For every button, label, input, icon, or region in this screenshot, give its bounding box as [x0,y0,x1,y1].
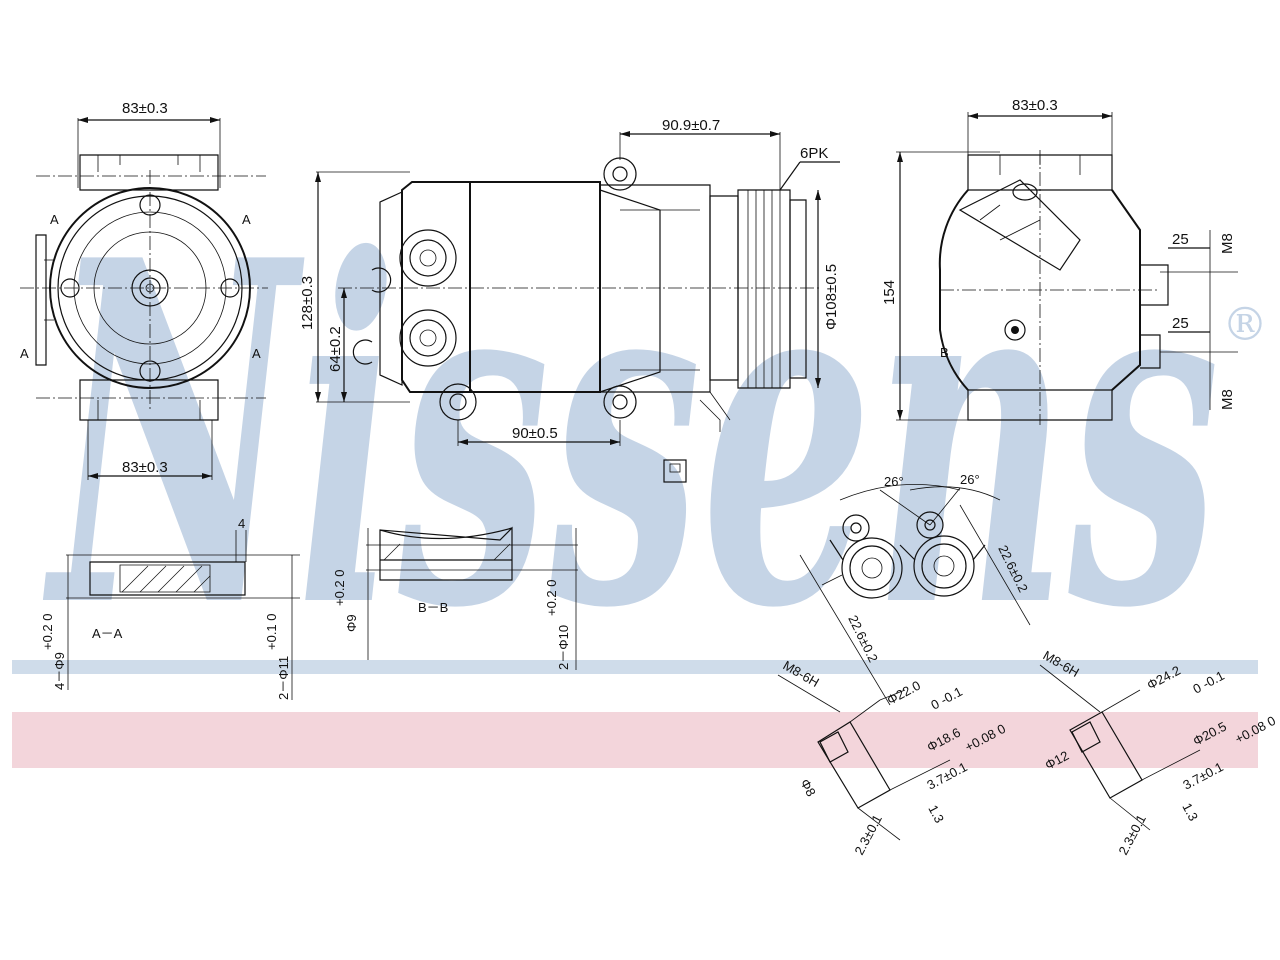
rear-height: 154 [881,280,898,305]
front-bottom-width: 83±0.3 [122,459,168,476]
rear-top-width: 83±0.3 [1012,97,1058,114]
side-offset: 64±0.2 [327,326,344,372]
front-view: 83±0.3 A A A A 83±0.3 [20,100,268,480]
fit-left-len3: 2.3±0.1 [851,812,885,857]
side-height: 128±0.3 [299,276,316,330]
rear-view: 83±0.3 154 B 25 25 M8 M8 [881,97,1238,425]
fit-left-len2: 1.3 [925,802,947,825]
angle-right: 26° [960,472,980,487]
fit-right-len3: 2.3±0.1 [1115,812,1149,857]
rear-section-b: B [940,345,949,360]
watermark-band-blue [12,660,1258,674]
watermark-band-pink [12,712,1258,768]
aa-section-label: A－A [92,626,123,641]
aa-hole-label: 4－Φ9 [52,652,67,690]
aa-width: 4 [238,516,245,531]
rear-port-lower: 25 [1172,315,1189,332]
front-section-a-upper-right: A [242,212,251,227]
angle-left: 26° [884,474,904,489]
fit-right-len2: 1.3 [1179,800,1201,823]
front-section-a-lower-right: A [252,346,261,361]
section-aa: 4 A－A 4－Φ9 +0.2 0 2－Φ11 +0.1 0 [40,516,300,700]
bb-bore-tolerance: +0.2 0 [544,579,559,616]
pulley-diameter: Φ108±0.5 [823,264,840,330]
bb-section-label: B－B [418,600,448,615]
bb-hole-tolerance: +0.2 0 [332,569,347,606]
aa-bore-tolerance: +0.1 0 [264,613,279,650]
bb-hole-label: Φ9 [344,614,359,632]
front-section-a-upper-left: A [50,212,59,227]
rear-thread-upper: M8 [1219,233,1236,254]
watermark-registered: ® [1222,297,1268,351]
front-top-width: 83±0.3 [122,100,168,117]
bb-bore-label: 2－Φ10 [556,625,571,670]
side-bottom-length: 90±0.5 [512,425,558,442]
rear-thread-lower: M8 [1219,389,1236,410]
watermark: Nissens ® [12,159,1268,768]
side-top-length: 90.9±0.7 [662,117,720,134]
section-bb: B－B Φ9 +0.2 0 2－Φ10 +0.2 0 [332,526,578,670]
fit-left-bore: Φ8 [797,776,819,799]
front-section-a-lower-left: A [20,346,29,361]
rear-port-upper: 25 [1172,231,1189,248]
watermark-brand: Nissens [42,159,1220,711]
belt-type-label: 6PK [800,145,828,162]
aa-bore-label: 2－Φ11 [276,656,291,700]
side-view: 128±0.3 64±0.2 90.9±0.7 6PK [299,117,840,483]
aa-hole-tolerance: +0.2 0 [40,613,55,650]
